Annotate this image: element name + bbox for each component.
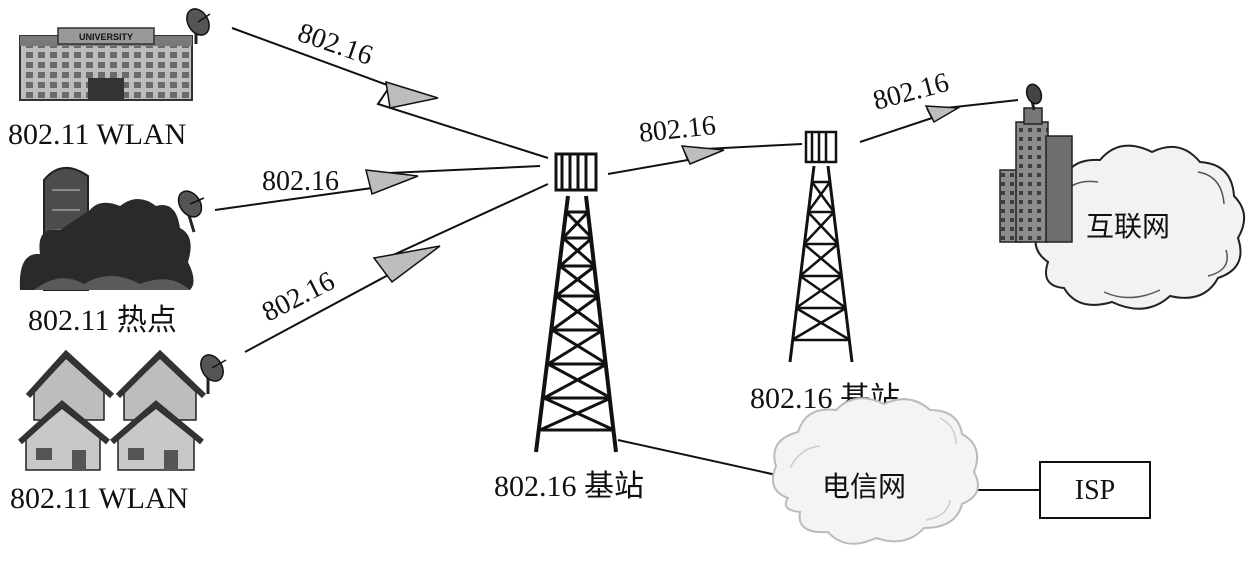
isp-box: ISP — [1039, 461, 1151, 519]
link-label-main-relay: 802.16 — [637, 110, 717, 149]
link-relay-to-internet: 802.16 — [859, 67, 1019, 143]
wire-main-to-telecom — [617, 439, 791, 479]
link-label-hotspot: 802.16 — [262, 166, 339, 197]
site-label-homes: 802.11 WLAN — [10, 482, 188, 515]
link-campus-to-main: 802.16 — [231, 17, 549, 159]
university-sign: UNIVERSITY — [79, 32, 133, 42]
link-homes-to-main: 802.16 — [244, 183, 549, 353]
houses-icon — [17, 349, 207, 471]
skyscraper-icon — [999, 107, 1073, 243]
relay-base-station-tower-icon — [788, 130, 854, 363]
isp-label: ISP — [1075, 475, 1115, 506]
hotspot-silo-icon — [19, 167, 194, 291]
satellite-dish-icon — [186, 8, 211, 44]
link-hotspot-to-main: 802.16 — [214, 165, 541, 211]
satellite-dish-icon-hotspot — [177, 190, 205, 233]
main-station-label: 802.16 基站 — [494, 470, 644, 503]
link-label-campus: 802.16 — [294, 17, 377, 71]
main-base-station-tower-icon — [534, 152, 618, 453]
telecom-label: 电信网 — [822, 470, 906, 503]
internet-label: 互联网 — [1086, 210, 1170, 243]
satellite-dish-icon-homes — [200, 354, 227, 394]
telecom-cloud: 电信网 — [772, 397, 979, 545]
site-label-hotspot: 802.11 热点 — [28, 304, 177, 337]
site-label-campus: 802.11 WLAN — [8, 118, 186, 151]
internet-cloud: 互联网 — [1034, 144, 1245, 310]
link-main-to-relay: 802.16 — [607, 110, 803, 175]
link-label-homes: 802.16 — [257, 266, 340, 329]
satellite-dish-icon-internet — [1025, 83, 1043, 111]
university-building-icon: UNIVERSITY — [19, 27, 193, 101]
